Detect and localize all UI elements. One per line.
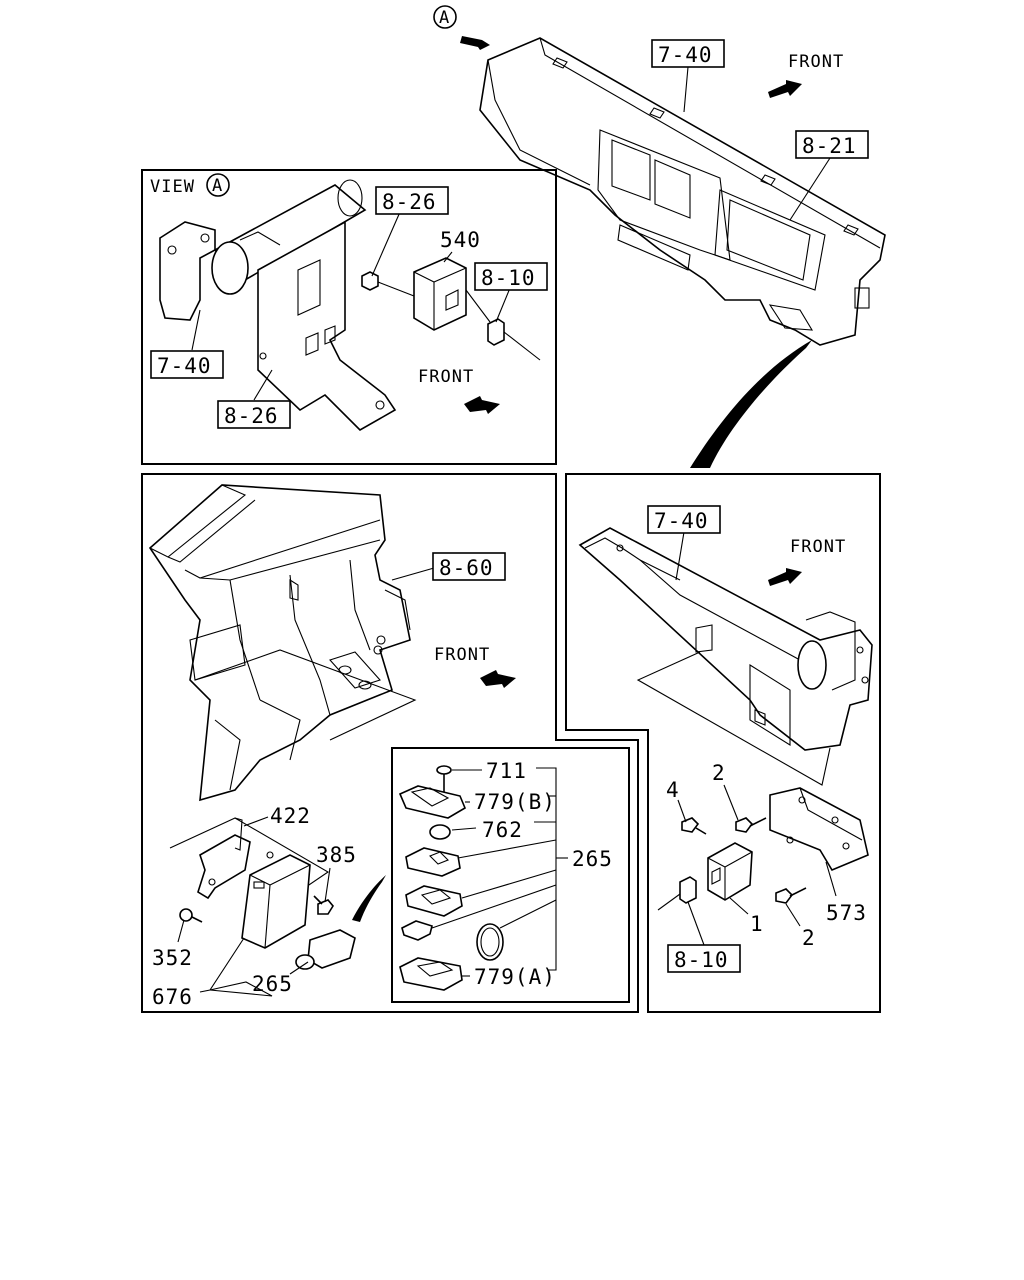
ref-label: 7-40 — [654, 509, 709, 533]
part-number: 2 — [712, 761, 726, 785]
part-number: 540 — [440, 228, 481, 252]
ref-label: 8-60 — [439, 556, 494, 580]
label-779a: 779(A) — [474, 965, 556, 989]
connector-view-a — [465, 289, 541, 361]
part-number: 422 — [270, 804, 311, 828]
callout-7-40-view-a: 7-40 — [150, 309, 224, 379]
holder-265-b — [405, 885, 463, 917]
front-text: FRONT — [434, 645, 490, 665]
label-779b: 779(B) — [474, 790, 556, 814]
hvac-unit — [148, 484, 411, 802]
ref-label: 8-26 — [382, 190, 437, 214]
ref-label: 7-40 — [658, 43, 713, 67]
sweep-arrow-small — [352, 875, 386, 922]
front-text: FRONT — [788, 52, 844, 72]
clip-265-c — [401, 920, 433, 941]
crossbeam-assembly — [578, 527, 873, 751]
module-unit-1 — [707, 842, 753, 901]
callout-8-26-upper: 8-26 — [371, 186, 449, 277]
right-panel-frame — [565, 473, 881, 1013]
callout-8-10-view-a: 8-10 — [474, 262, 548, 323]
ref-label: 8-26 — [224, 404, 279, 428]
control-unit-540 — [377, 257, 467, 331]
part-number: 265 — [252, 972, 293, 996]
part-number: 4 — [666, 778, 680, 802]
receiver-bracket — [197, 817, 274, 900]
ref-label: 7-40 — [157, 354, 212, 378]
bolt-385 — [313, 895, 334, 915]
cover-779b — [398, 785, 470, 819]
part-number: 352 — [152, 946, 193, 970]
part-number: 2 — [802, 926, 816, 950]
front-label-view-a: FRONT — [418, 367, 500, 414]
key-fob-265 — [295, 929, 356, 970]
screw-352 — [179, 908, 203, 923]
front-label-hvac: FRONT — [434, 645, 516, 688]
ring-265-d — [476, 923, 504, 961]
view-title-letter: A — [212, 176, 223, 196]
callout-8-26-lower: 8-26 — [217, 369, 291, 429]
dashboard-assembly — [479, 37, 886, 346]
view-title-circle — [206, 173, 230, 197]
hvac-leader-plane — [194, 649, 417, 741]
bolt-2-lower — [775, 887, 807, 904]
front-text: FRONT — [790, 537, 846, 557]
front-label-right: FRONT — [768, 537, 846, 586]
receiver-unit-676 — [241, 854, 311, 949]
connector-right — [657, 876, 697, 911]
callout-7-40-top: 7-40 — [651, 39, 725, 113]
view-a-nut — [361, 271, 379, 291]
front-arrow — [464, 396, 500, 414]
view-title-text: VIEW — [150, 177, 195, 197]
front-arrow — [768, 80, 802, 98]
holder-265-a — [405, 847, 461, 877]
label-385: 385 — [316, 843, 357, 903]
label-540: 540 — [440, 228, 481, 263]
label-422: 422 — [243, 804, 311, 828]
mounting-bracket-573 — [769, 787, 869, 872]
bolt-2-upper — [735, 817, 767, 833]
bracket-265-group — [431, 767, 568, 971]
front-arrow — [480, 670, 516, 688]
key-parts-inset — [391, 747, 630, 1003]
part-number: 573 — [826, 901, 867, 925]
ref-label: 8-21 — [802, 134, 857, 158]
ref-label: 8-10 — [481, 266, 536, 290]
view-a-arrow — [460, 36, 490, 50]
label-2-upper: 2 — [712, 761, 739, 821]
callout-8-10-right: 8-10 — [667, 901, 741, 973]
ref-label: 8-10 — [674, 948, 729, 972]
view-a-circle — [433, 5, 457, 29]
label-265-inset: 265 — [572, 847, 613, 871]
callout-8-21: 8-21 — [789, 130, 869, 221]
case-779a — [399, 957, 470, 991]
label-4: 4 — [666, 778, 687, 823]
view-a-marker: A — [433, 5, 457, 29]
hvac-panel-frame — [141, 473, 639, 1013]
part-number: 676 — [152, 985, 193, 1009]
label-265-lower: 265 — [252, 961, 309, 996]
crossbeam-leader-plane — [636, 651, 831, 786]
view-a-panel — [141, 169, 557, 465]
part-number: 1 — [750, 912, 764, 936]
label-676: 676 — [152, 937, 273, 1009]
battery-762 — [429, 824, 477, 840]
label-762: 762 — [482, 818, 523, 842]
callout-7-40-right: 7-40 — [647, 505, 721, 581]
label-573: 573 — [825, 861, 867, 925]
label-711: 711 — [486, 759, 527, 783]
view-a-bracket-assembly — [159, 179, 397, 431]
sweep-arrow — [690, 340, 812, 468]
front-label-top: FRONT — [768, 52, 844, 98]
label-2-lower: 2 — [785, 903, 816, 950]
callout-8-60: 8-60 — [391, 552, 506, 581]
view-a-letter: A — [439, 8, 450, 28]
label-352: 352 — [152, 919, 193, 970]
view-a-title: VIEW A — [150, 173, 230, 197]
front-text: FRONT — [418, 367, 474, 387]
label-1: 1 — [729, 897, 764, 936]
front-arrow — [768, 568, 802, 586]
part-number: 385 — [316, 843, 357, 867]
